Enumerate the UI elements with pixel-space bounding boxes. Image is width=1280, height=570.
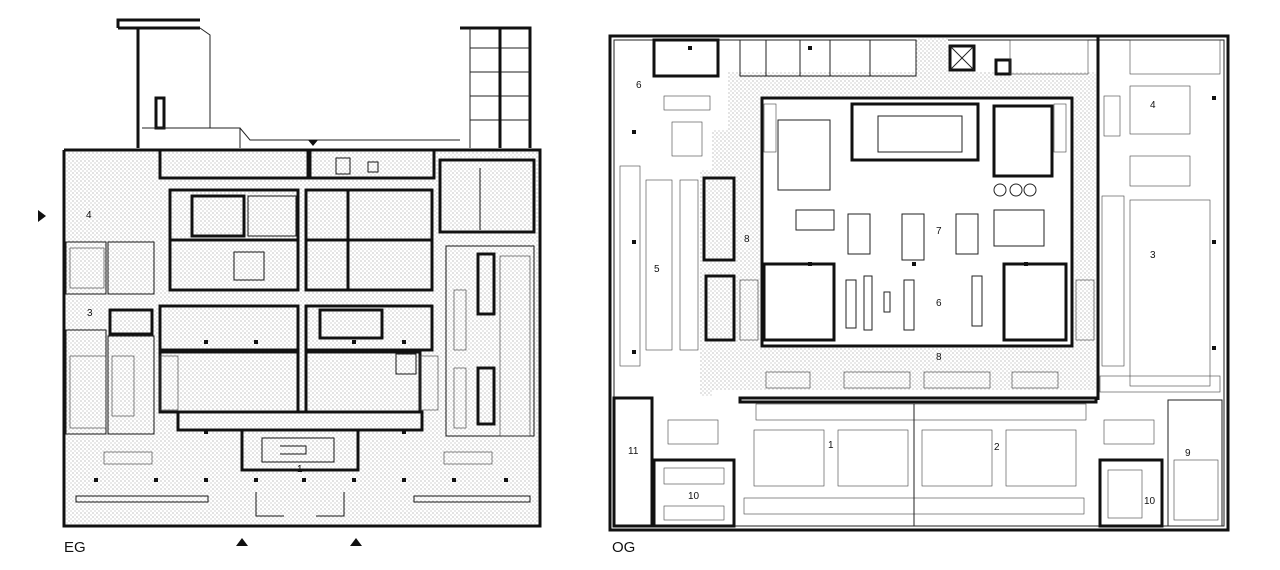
og-room-2: 2: [994, 442, 1000, 453]
eg-plan-label: EG: [64, 539, 86, 556]
og-room-9: 9: [1185, 448, 1191, 459]
og-room-7: 7: [936, 226, 942, 237]
og-room-5: 5: [654, 264, 660, 275]
og-room-8-bottom: 8: [936, 352, 942, 363]
og-room-10-right: 10: [1144, 496, 1156, 507]
og-room-3: 3: [1150, 250, 1156, 261]
og-room-10-left: 10: [688, 491, 700, 502]
og-room-8-left: 8: [744, 234, 750, 245]
eg-room-3: 3: [87, 308, 93, 319]
og-room-6-top: 6: [636, 80, 642, 91]
og-plan-label: OG: [612, 539, 635, 556]
eg-room-1: 1: [297, 464, 303, 475]
eg-room-4: 4: [86, 210, 92, 221]
og-room-11: 11: [628, 446, 639, 457]
og-room-4: 4: [1150, 100, 1156, 111]
og-room-6-center: 6: [936, 298, 942, 309]
og-plan: 1 2 3 4 5 6 6 7 8 8 9 10 10 11 OG: [608, 34, 1230, 556]
eg-plan: 1 3 4 EG: [38, 18, 542, 556]
og-room-1: 1: [828, 440, 834, 451]
